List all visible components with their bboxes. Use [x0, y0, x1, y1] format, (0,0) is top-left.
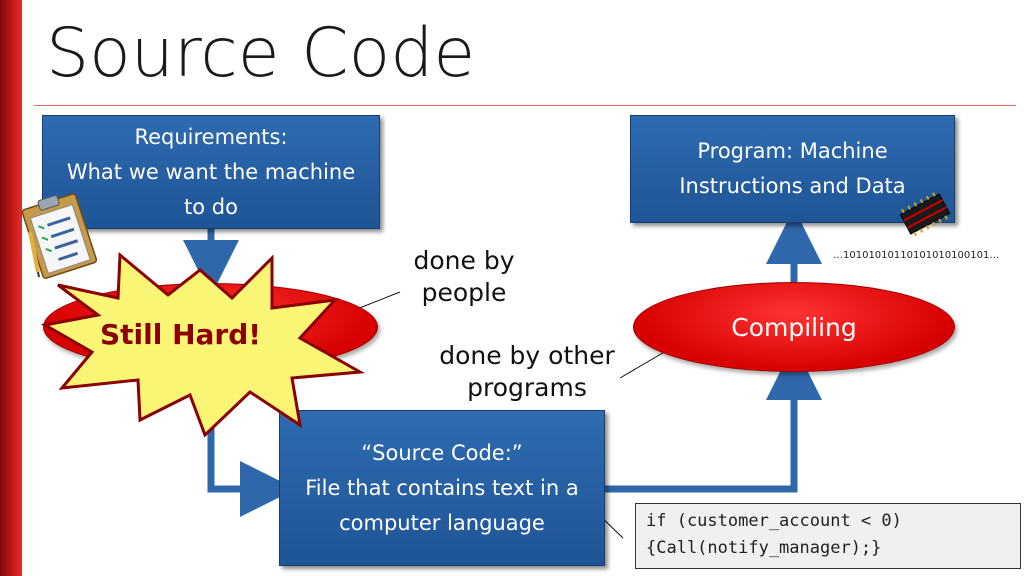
code-line-1: if (customer_account < 0) [646, 511, 902, 531]
program-box: Program: Machine Instructions and Data [630, 115, 955, 223]
source-code-line-2: File that contains text in a [305, 475, 579, 500]
done-by-programs-label: done by other programs [420, 340, 634, 404]
requirements-line-3: to do [184, 194, 238, 219]
source-code-line-1: “Source Code:” [361, 440, 523, 465]
slide-sidebar-accent [0, 0, 22, 576]
requirements-line-1: Requirements: [134, 124, 288, 149]
title-divider [34, 105, 1016, 106]
done-by-programs-line-2: programs [467, 373, 587, 402]
binary-text: …10101010110101010100101… [833, 250, 1000, 261]
requirements-line-2: What we want the machine [66, 159, 356, 184]
source-code-line-3: computer language [339, 510, 545, 535]
program-line-1: Program: Machine [697, 139, 888, 163]
code-line-2: {Call(notify_manager);} [646, 538, 882, 558]
done-by-people-label: done by people [385, 245, 543, 309]
arrow-to-source-code [207, 380, 296, 517]
arrow-source-to-compiling [605, 344, 822, 493]
requirements-box: Requirements: What we want the machine t… [42, 115, 380, 229]
compiling-oval: Compiling [633, 282, 955, 372]
still-hard-label: Still Hard! [100, 318, 262, 351]
done-by-programs-line-1: done by other [439, 341, 615, 370]
source-code-box: “Source Code:” File that contains text i… [279, 410, 605, 566]
done-by-people-line-2: people [421, 278, 507, 307]
done-by-people-line-1: done by [413, 246, 515, 275]
code-snippet-box: if (customer_account < 0) {Call(notify_ma… [635, 503, 1021, 569]
compiling-label: Compiling [731, 312, 857, 342]
slide-title: Source Code [46, 14, 476, 93]
program-line-2: Instructions and Data [679, 174, 906, 198]
